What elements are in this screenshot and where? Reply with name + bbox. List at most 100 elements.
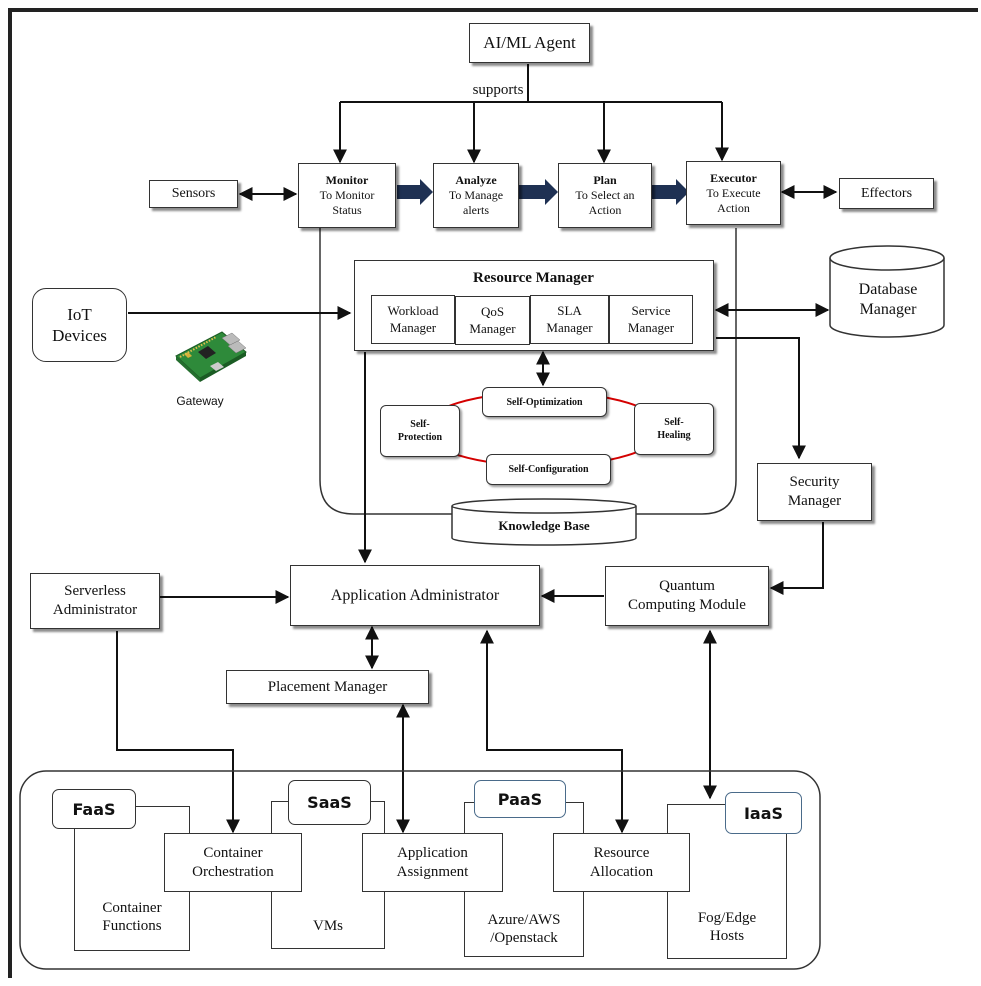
qos-manager-box[interactable]: QoS Manager <box>455 296 530 345</box>
iaas-label: IaaS <box>743 803 784 823</box>
gateway-label: Gateway <box>176 394 224 408</box>
qos-line-2: Manager <box>469 320 516 336</box>
workload-manager-box[interactable]: Workload Manager <box>371 295 455 344</box>
sla-manager-box[interactable]: SLA Manager <box>530 295 609 344</box>
iaas-tab[interactable]: IaaS <box>725 792 802 834</box>
azure-line-1: Azure/AWS <box>487 911 561 928</box>
fog-line-2: Hosts <box>709 928 745 945</box>
paas-tab[interactable]: PaaS <box>474 780 566 818</box>
executor-desc-1: To Execute <box>706 185 761 200</box>
container-orchestration-box[interactable]: Container Orchestration <box>164 833 302 892</box>
self-healing-line-1: Self- <box>664 417 684 428</box>
resource-allocation-line-1: Resource <box>593 844 650 861</box>
ai-ml-agent-box[interactable]: AI/ML Agent <box>469 23 590 63</box>
application-assignment-line-2: Assignment <box>396 863 469 880</box>
security-quantum-arrow <box>769 522 824 595</box>
iot-line-2: Devices <box>52 326 107 345</box>
supports-label: supports <box>472 82 524 98</box>
sla-line-1: SLA <box>557 303 582 319</box>
database-cylinder-icon <box>829 245 945 338</box>
plan-desc-1: To Select an <box>575 188 635 202</box>
iot-devices-box[interactable]: IoT Devices <box>32 288 127 362</box>
vms-label: VMs <box>312 918 343 935</box>
effectors-label: Effectors <box>860 185 913 201</box>
knowledge-base-label: Knowledge Base <box>498 518 590 533</box>
self-optimization-label: Self-Optimization <box>506 396 583 408</box>
executor-desc-2: Action <box>717 200 750 215</box>
container-functions-line-2: Functions <box>102 918 162 935</box>
monitor-analyze-arrow <box>397 179 433 205</box>
resource-allocation-line-2: Allocation <box>589 863 654 880</box>
monitor-box[interactable]: Monitor To Monitor Status <box>298 163 396 228</box>
sensors-label: Sensors <box>171 186 216 202</box>
application-administrator-box[interactable]: Application Administrator <box>290 565 540 626</box>
paas-label: PaaS <box>497 789 543 809</box>
analyze-desc-2: alerts <box>463 203 489 217</box>
serverless-line-1: Serverless <box>64 583 126 600</box>
monitor-desc-2: Status <box>332 203 362 217</box>
workload-line-2: Manager <box>389 319 437 335</box>
analyze-desc-1: To Manage <box>448 188 504 202</box>
self-protection-box[interactable]: Self- Protection <box>380 405 460 457</box>
quantum-line-2: Computing Module <box>628 597 746 613</box>
security-line-1: Security <box>789 474 840 491</box>
self-healing-box[interactable]: Self- Healing <box>634 403 714 455</box>
self-healing-line-2: Healing <box>657 430 691 441</box>
plan-box[interactable]: Plan To Select an Action <box>558 163 652 228</box>
effectors-box[interactable]: Effectors <box>839 178 934 209</box>
self-configuration-box[interactable]: Self-Configuration <box>486 454 611 485</box>
faas-tab[interactable]: FaaS <box>52 789 136 829</box>
service-line-1: Service <box>631 303 671 319</box>
rm-security-arrow <box>716 337 806 460</box>
faas-label: FaaS <box>72 799 116 819</box>
plan-title: Plan <box>593 173 617 187</box>
analyze-plan-arrow <box>518 179 558 205</box>
fog-line-1: Fog/Edge <box>697 909 757 926</box>
placement-manager-box[interactable]: Placement Manager <box>226 670 429 704</box>
security-manager-box[interactable]: Security Manager <box>757 463 872 521</box>
plan-executor-arrow <box>652 179 689 205</box>
application-assignment-line-1: Application <box>397 844 468 861</box>
iot-line-1: IoT <box>67 304 92 324</box>
executor-title: Executor <box>710 170 757 185</box>
ai-ml-agent-label: AI/ML Agent <box>483 33 576 53</box>
knowledge-base-cylinder-icon <box>451 498 637 546</box>
service-manager-box[interactable]: Service Manager <box>609 295 693 344</box>
self-protection-line-1: Self- <box>410 419 430 430</box>
saas-label: SaaS <box>307 793 352 812</box>
self-configuration-label: Self-Configuration <box>508 464 589 475</box>
resource-manager-title: Resource Manager <box>473 270 594 286</box>
analyze-title: Analyze <box>455 173 497 187</box>
self-optimization-box[interactable]: Self-Optimization <box>482 387 607 417</box>
security-line-2: Manager <box>787 493 842 509</box>
sla-line-2: Manager <box>546 319 593 335</box>
self-protection-line-2: Protection <box>397 432 443 443</box>
raspberry-pi-gateway-icon <box>175 331 247 382</box>
sensors-box[interactable]: Sensors <box>149 180 238 208</box>
workload-line-1: Workload <box>387 303 439 319</box>
serverless-administrator-box[interactable]: Serverless Administrator <box>30 573 160 629</box>
plan-desc-2: Action <box>588 203 622 217</box>
resource-allocation-box[interactable]: Resource Allocation <box>553 833 690 892</box>
azure-line-2: /Openstack <box>490 930 558 947</box>
container-functions-line-1: Container <box>102 899 162 916</box>
quantum-computing-module-box[interactable]: Quantum Computing Module <box>605 566 769 626</box>
container-orchestration-line-1: Container <box>203 844 263 861</box>
quantum-line-1: Quantum <box>659 578 715 595</box>
monitor-title: Monitor <box>325 173 369 187</box>
executor-box[interactable]: Executor To Execute Action <box>686 161 781 225</box>
saas-tab[interactable]: SaaS <box>288 780 371 825</box>
monitor-desc-1: To Monitor <box>319 188 375 202</box>
database-manager-label: Database Manager <box>829 280 947 320</box>
database-line-1: Database <box>858 281 918 298</box>
database-line-2: Manager <box>859 301 917 318</box>
application-administrator-label: Application Administrator <box>330 586 500 604</box>
container-orchestration-line-2: Orchestration <box>192 863 274 880</box>
qos-line-1: QoS <box>480 304 505 320</box>
application-assignment-box[interactable]: Application Assignment <box>362 833 503 892</box>
placement-manager-label: Placement Manager <box>267 678 388 695</box>
service-line-2: Manager <box>627 319 675 335</box>
analyze-box[interactable]: Analyze To Manage alerts <box>433 163 519 228</box>
serverless-line-2: Administrator <box>52 602 138 618</box>
